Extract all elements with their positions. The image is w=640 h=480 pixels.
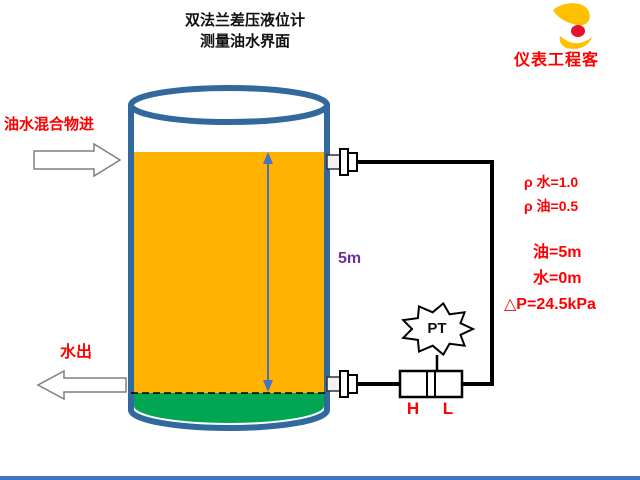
top-flange-tap bbox=[326, 148, 358, 176]
oil-layer bbox=[134, 152, 324, 393]
bottom-tap-stub bbox=[326, 376, 341, 392]
arrowhead-up-icon bbox=[263, 152, 273, 164]
arrowhead-down-icon bbox=[263, 380, 273, 392]
logo-flame-top bbox=[553, 3, 590, 26]
low-port-label: L bbox=[442, 399, 454, 418]
oil-height-value: 油=5m bbox=[533, 244, 582, 261]
transmitter-label: PT bbox=[427, 320, 447, 337]
water-layer bbox=[134, 393, 324, 423]
slide-bottom-rule bbox=[0, 476, 640, 480]
bottom-flange-tap bbox=[326, 370, 358, 398]
top-flange-plate-b bbox=[347, 152, 358, 172]
logo-text: 仪表工程客 bbox=[514, 52, 600, 69]
high-port-label: H bbox=[406, 399, 420, 418]
outlet-label: 水出 bbox=[60, 344, 93, 361]
impulse-pipe-top bbox=[357, 160, 494, 386]
inlet-label: 油水混合物进 bbox=[4, 116, 95, 133]
top-tap-stub bbox=[326, 154, 341, 170]
logo-dot bbox=[571, 25, 585, 37]
title-line1: 双法兰差压液位计 bbox=[184, 12, 305, 29]
outlet-arrow-icon bbox=[36, 369, 127, 401]
top-flange-plate-a bbox=[339, 148, 349, 176]
density-water-value: ρ 水=1.0 bbox=[524, 174, 579, 190]
title-line2: 测量油水界面 bbox=[199, 33, 290, 50]
bottom-flange-plate-b bbox=[347, 374, 358, 394]
logo-icon bbox=[553, 3, 592, 49]
tank-bottom-edge bbox=[128, 409, 330, 431]
level-dimension-arrow bbox=[263, 152, 273, 392]
height-label: 5m bbox=[338, 250, 362, 267]
inlet-arrow-icon bbox=[33, 142, 122, 178]
delta-p-value: △P=24.5kPa bbox=[504, 296, 596, 313]
tank-top-rim bbox=[128, 85, 330, 125]
bottom-flange-plate-a bbox=[339, 370, 349, 398]
water-height-value: 水=0m bbox=[533, 270, 582, 287]
logo-flame-base bbox=[559, 36, 592, 49]
transmitter-body bbox=[398, 369, 464, 399]
density-oil-value: ρ 油=0.5 bbox=[524, 198, 579, 214]
pt-cloud-shape bbox=[401, 301, 476, 357]
